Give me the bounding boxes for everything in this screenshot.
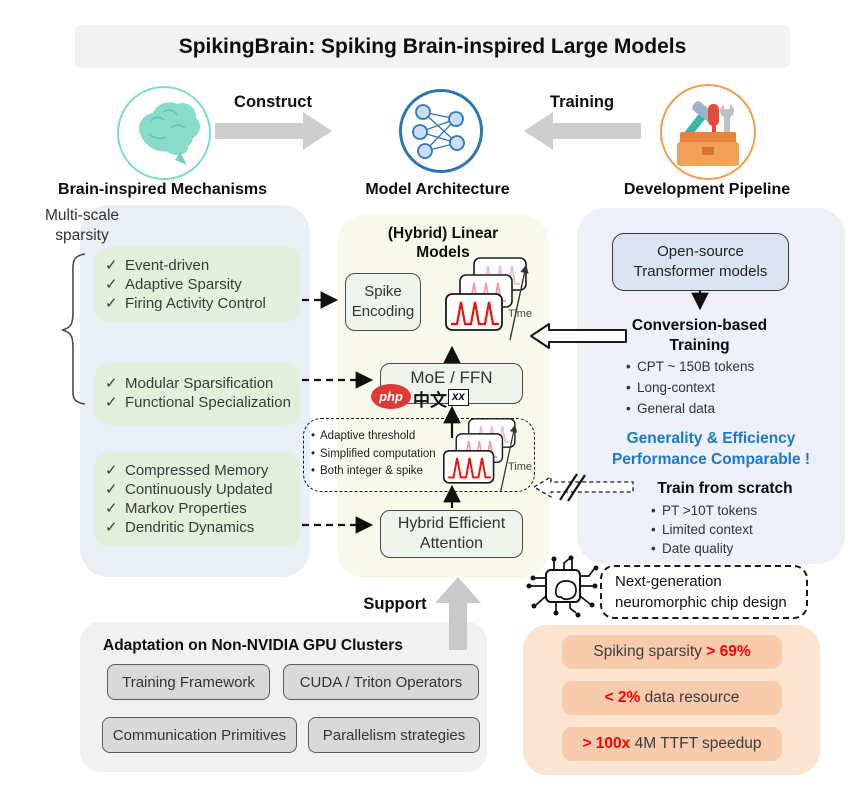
chinese-text-badge: 中文 xyxy=(413,391,447,410)
list-item: ✓Continuously Updated xyxy=(105,481,273,498)
list-item: •Long-context xyxy=(626,377,754,398)
bullet-icon: • xyxy=(651,522,656,537)
list-item: •Limited context xyxy=(651,522,753,537)
adaptation-title: Adaptation on Non-NVIDIA GPU Clusters xyxy=(103,637,403,654)
list-item: •General data xyxy=(626,398,754,419)
bullet-icon: • xyxy=(311,430,316,442)
bullet-icon: • xyxy=(626,401,631,416)
brain-icon xyxy=(117,86,211,180)
construct-label: Construct xyxy=(234,93,312,111)
list-item: •CPT ~ 150B tokens xyxy=(626,356,754,377)
list-item: ✓Modular Sparsification xyxy=(105,375,274,392)
parallelism-strategies-box: Parallelism strategies xyxy=(308,717,480,753)
check-icon: ✓ xyxy=(105,257,118,274)
bullet-icon: • xyxy=(311,465,316,477)
list-item: ✓Compressed Memory xyxy=(105,462,269,479)
php-badge-icon: php xyxy=(371,384,411,409)
conversion-bullets: •CPT ~ 150B tokens •Long-context •Genera… xyxy=(626,356,754,419)
check-icon: ✓ xyxy=(105,462,118,479)
list-item: •Both integer & spike xyxy=(311,463,436,481)
bullet-icon: • xyxy=(626,380,631,395)
training-arrow xyxy=(524,112,641,150)
training-label: Training xyxy=(549,93,615,111)
memory-level-box: ✓Compressed Memory ✓Continuously Updated… xyxy=(95,452,300,547)
brain-mechanisms-label: Brain-inspired Mechanisms xyxy=(58,181,267,198)
model-architecture-icon xyxy=(399,89,483,173)
support-label: Support xyxy=(363,595,427,613)
train-from-scratch-title: Train from scratch xyxy=(657,480,793,497)
performance-highlight: Generality & Efficiency Performance Comp… xyxy=(611,430,811,468)
spike-train-stack xyxy=(445,257,529,341)
module-level-box: ✓Modular Sparsification ✓Functional Spec… xyxy=(95,363,300,425)
hybrid-linear-models-title: (Hybrid) Linear Models xyxy=(387,225,499,261)
list-item: •Adaptive threshold xyxy=(311,428,436,446)
figure-title-bar: SpikingBrain: Spiking Brain-inspired Lar… xyxy=(75,25,790,68)
data-resource-value: < 2% xyxy=(604,689,641,706)
bullet-icon: • xyxy=(651,503,656,518)
development-pipeline-icon xyxy=(660,84,756,180)
list-item: ✓Firing Activity Control xyxy=(105,295,266,312)
check-icon: ✓ xyxy=(105,295,118,312)
conversion-training-title: Conversion-based Training xyxy=(631,317,768,354)
scratch-arrow-slash-1 xyxy=(559,473,578,501)
bullet-icon: • xyxy=(311,447,316,460)
neuromorphic-chip-note: Next-generation neuromorphic chip design xyxy=(600,565,808,619)
neuromorphic-chip-icon xyxy=(526,555,599,618)
check-icon: ✓ xyxy=(105,375,118,392)
check-icon: ✓ xyxy=(105,519,118,536)
time-axis-label: Time xyxy=(508,461,533,473)
time-axis-label: Time xyxy=(508,308,533,320)
hybrid-efficient-attention-box: Hybrid Efficient Attention xyxy=(380,510,523,558)
spike-encoding-box: Spike Encoding xyxy=(345,273,421,331)
check-icon: ✓ xyxy=(105,481,118,498)
list-item: ✓Dendritic Dynamics xyxy=(105,519,255,536)
list-item: •Date quality xyxy=(651,541,734,556)
multiscale-sparsity-heading: Multi-scale sparsity xyxy=(44,207,120,244)
spike-train-stack xyxy=(442,418,518,492)
communication-primitives-box: Communication Primitives xyxy=(102,717,297,753)
list-item: ✓Functional Specialization xyxy=(105,394,291,411)
ttft-speedup-pill: > 100x 4M TTFT speedup xyxy=(562,727,782,761)
figure-title: SpikingBrain: Spiking Brain-inspired Lar… xyxy=(178,35,687,58)
xx-token-badge: xx xyxy=(448,389,469,406)
construct-arrow xyxy=(215,112,332,150)
bullet-icon: • xyxy=(651,541,656,556)
check-icon: ✓ xyxy=(105,276,118,293)
spiking-neuron-dashed-box xyxy=(303,418,535,492)
toolbox-glyph xyxy=(677,101,739,166)
bullet-icon: • xyxy=(626,359,631,374)
list-item: •Simplified computation xyxy=(311,446,436,464)
list-item: ✓Event-driven xyxy=(105,257,210,274)
brain-glyph xyxy=(138,102,200,165)
network-glyph xyxy=(412,104,465,159)
speedup-value: > 100x xyxy=(582,735,631,752)
check-icon: ✓ xyxy=(105,394,118,411)
spiking-sparsity-pill: Spiking sparsity > 69% xyxy=(562,635,782,669)
list-item: ✓Markov Properties xyxy=(105,500,247,517)
scratch-bullets: •PT >10T tokens •Limited context •Date q… xyxy=(651,501,757,558)
spiking-neuron-notes: •Adaptive threshold •Simplified computat… xyxy=(311,428,436,481)
model-architecture-label: Model Architecture xyxy=(365,181,510,198)
development-pipeline-label: Development Pipeline xyxy=(623,181,791,198)
cuda-triton-operators-box: CUDA / Triton Operators xyxy=(283,664,479,700)
training-framework-box: Training Framework xyxy=(107,664,270,700)
data-resource-pill: < 2% data resource xyxy=(562,681,782,715)
sparsity-value: > 69% xyxy=(706,643,751,660)
check-icon: ✓ xyxy=(105,500,118,517)
list-item: ✓Adaptive Sparsity xyxy=(105,276,242,293)
neuron-level-box: ✓Event-driven ✓Adaptive Sparsity ✓Firing… xyxy=(95,247,300,322)
list-item: •PT >10T tokens xyxy=(651,503,758,518)
open-source-transformer-box: Open-source Transformer models xyxy=(612,233,789,291)
